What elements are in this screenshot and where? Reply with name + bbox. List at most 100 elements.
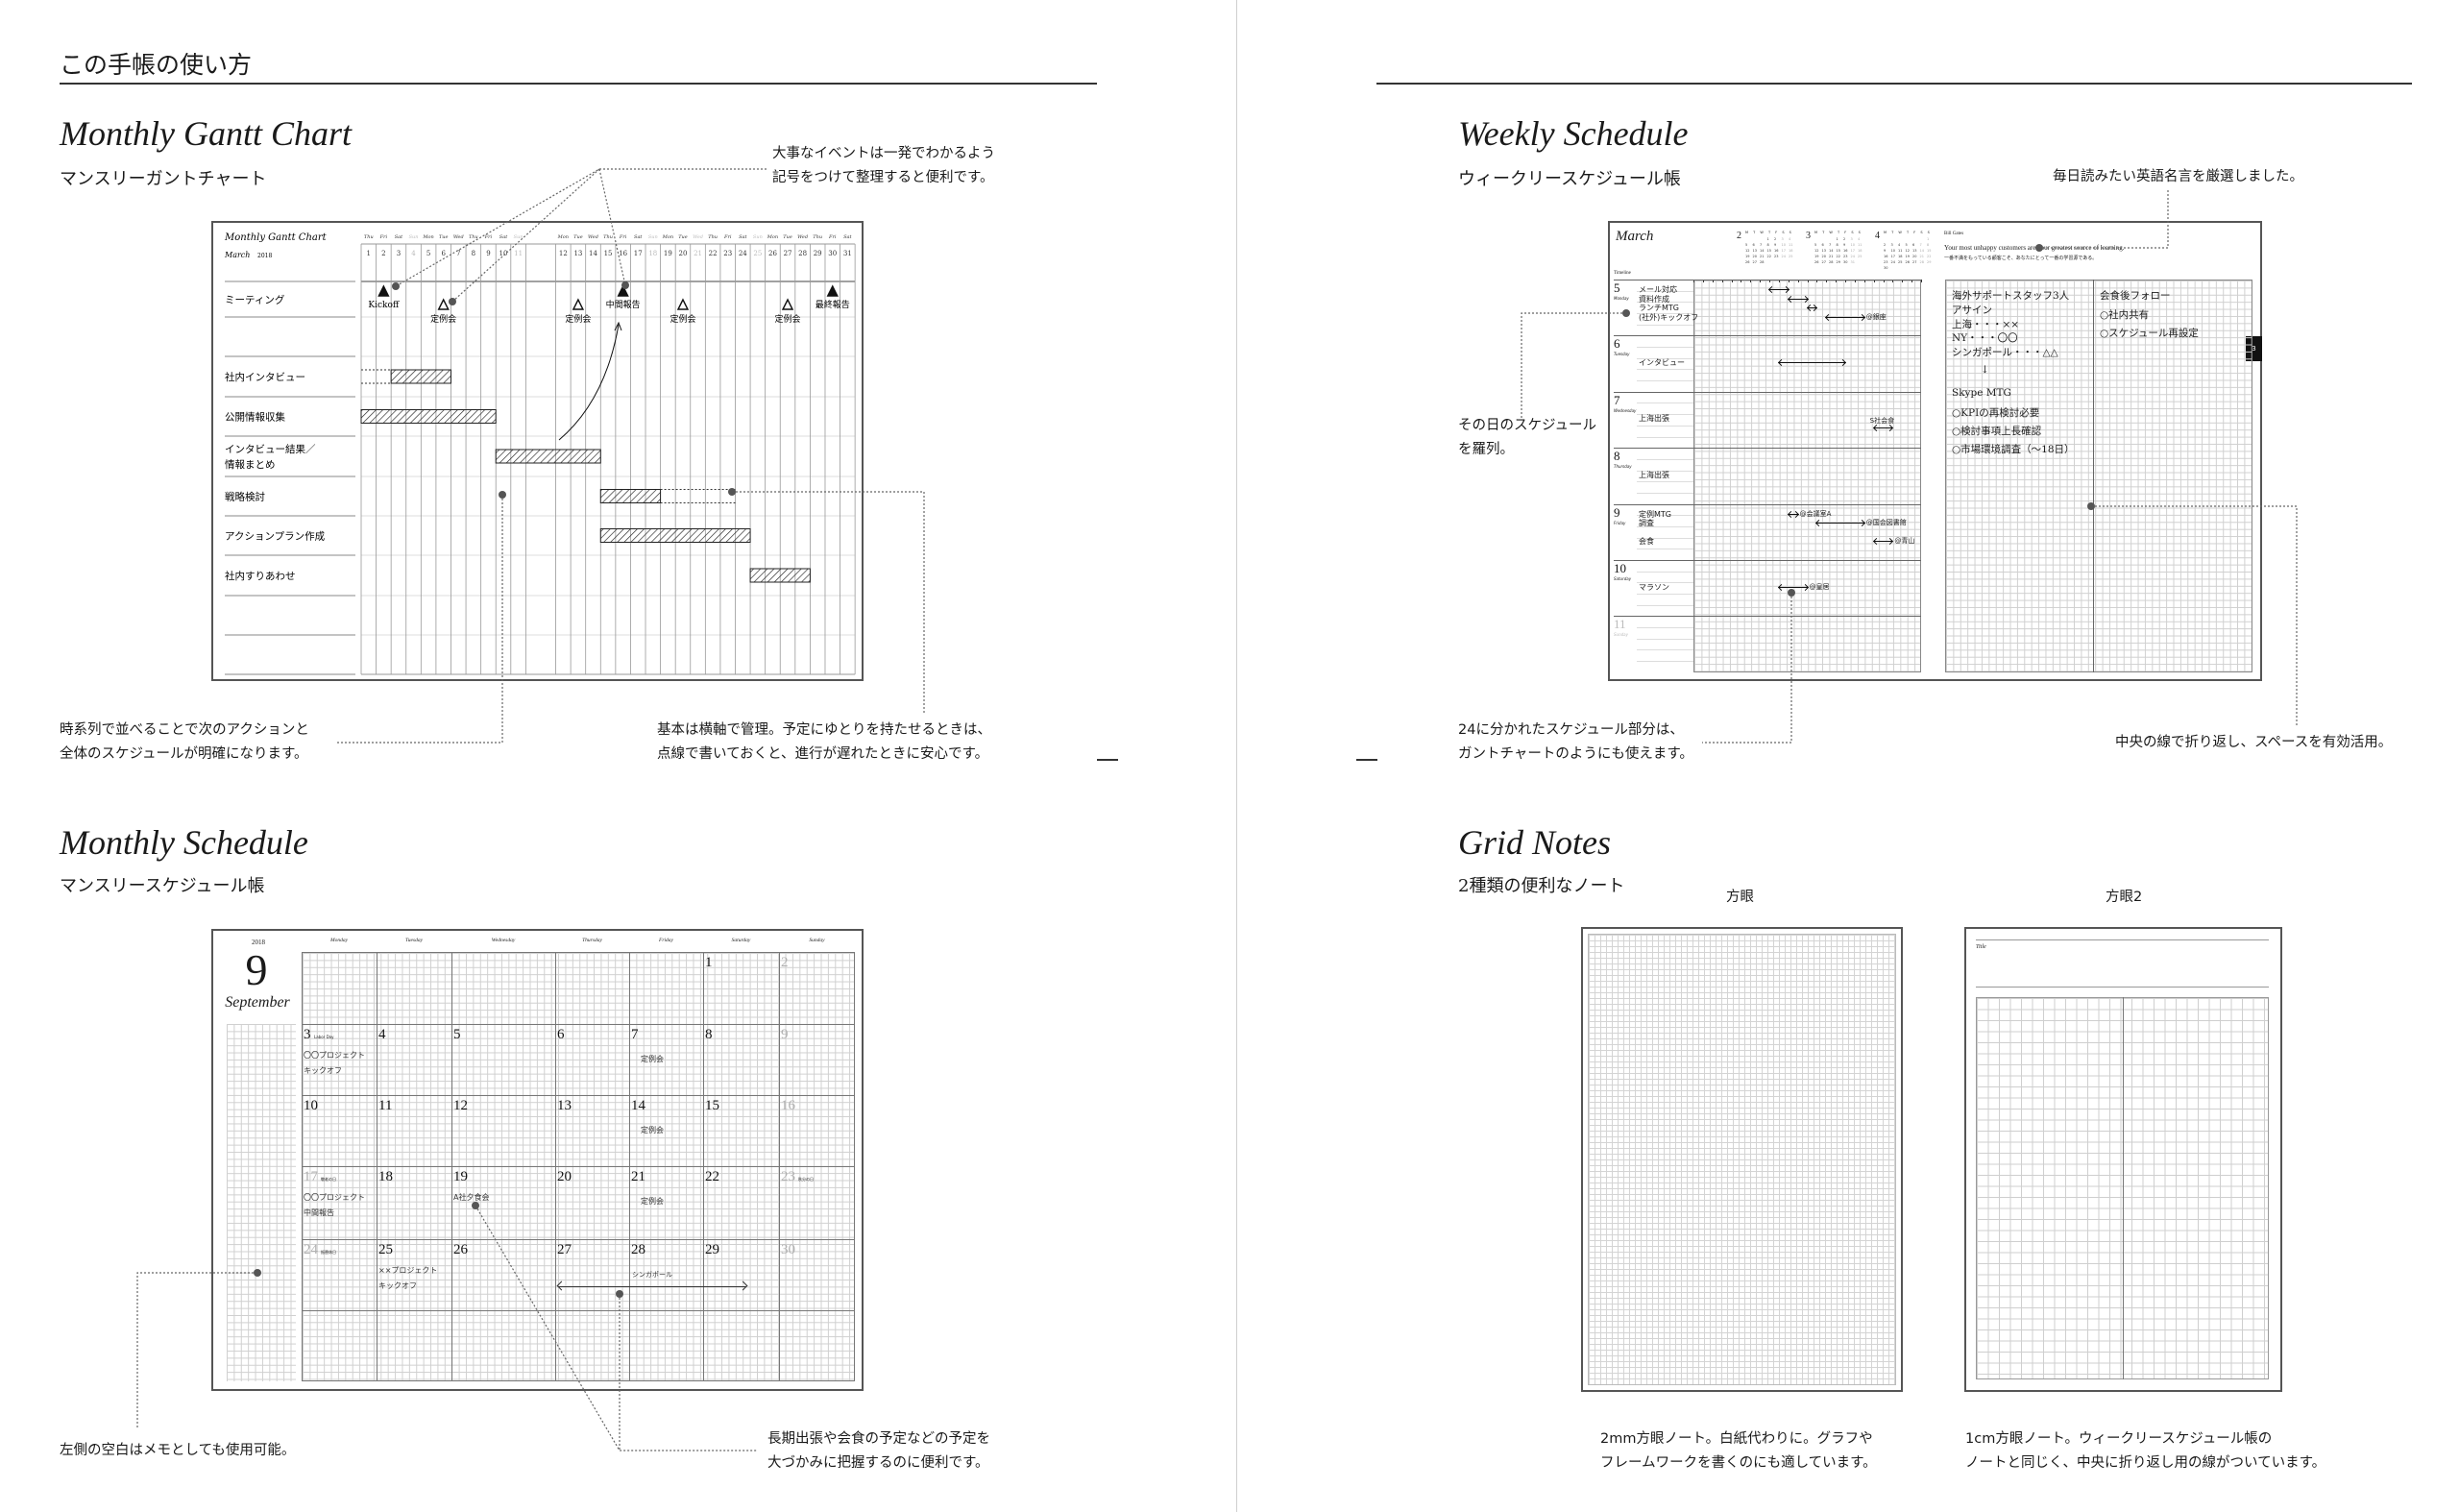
calendar-day-number: 13 — [557, 1098, 572, 1113]
title-rule-bottom — [1976, 987, 2269, 988]
note-line: 2mm方眼ノート。白紙代わりに。グラフや — [1600, 1431, 1873, 1447]
note-line: を羅列。 — [1458, 442, 1514, 457]
weekday-label: Fri — [379, 234, 388, 240]
mini-calendar-day: 4 — [1898, 243, 1901, 247]
day-number: 31 — [843, 250, 852, 257]
monthly-note-left: 左側の空白はメモとしても使用可能。 — [60, 1443, 296, 1458]
row-line — [302, 1024, 855, 1025]
mini-calendar-month: 3 — [1806, 231, 1811, 241]
mini-calendar-day: 26 — [1814, 260, 1819, 264]
weekday-label: Tue — [783, 234, 792, 240]
holiday-label: 敬老の日 — [321, 1177, 336, 1182]
day-number: 8 — [472, 250, 475, 257]
mini-calendar-day: 9 — [1884, 249, 1887, 253]
weekly-day-name: Saturday — [1614, 576, 1632, 581]
mini-calendar-day: 8 — [1766, 243, 1769, 247]
mini-calendar-day: 27 — [1912, 260, 1917, 264]
note-text: アサイン — [1952, 305, 1992, 316]
mini-calendar-day: 25 — [1858, 255, 1863, 258]
weekday-label: Thu — [364, 234, 374, 240]
row-line — [302, 1310, 855, 1311]
day-number: 19 — [664, 250, 672, 257]
grid-note-1cm: Title — [1964, 927, 2282, 1392]
weekly-schedule-sample: March Bill Gates Your most unhappy custo… — [1608, 221, 2262, 681]
mini-calendar-day: 14 — [1919, 249, 1924, 253]
writing-line — [1637, 638, 1693, 640]
arrowhead-icon — [614, 321, 622, 331]
hour-tick — [1873, 280, 1875, 282]
weekly-day-number: 7 — [1614, 392, 1620, 407]
quote-author: Bill Gates — [1944, 232, 1964, 236]
gantt-title: Monthly Gantt Chart — [224, 232, 328, 243]
time-span-arrow — [1807, 307, 1817, 308]
mini-calendar-day: 5 — [1745, 243, 1748, 247]
weekly-day-number: 9 — [1614, 504, 1620, 520]
time-span-arrow — [1788, 298, 1808, 300]
calendar-day-number: 19 — [453, 1169, 468, 1184]
calendar-day-number: 22 — [705, 1169, 719, 1184]
calendar-day-number: 12 — [453, 1098, 468, 1113]
mini-calendar-day: 15 — [1766, 249, 1771, 253]
day-divider — [1614, 335, 1921, 337]
day-number: 6 — [441, 250, 446, 257]
time-span-arrow — [1788, 513, 1798, 515]
hour-tick — [1750, 280, 1752, 282]
mini-calendar-day: 1 — [1766, 237, 1769, 241]
gantt-row-label: 社内インタビュー — [225, 371, 305, 383]
gantt-row-label: インタビュー結果／ — [225, 443, 316, 455]
location-label: @銀座 — [1865, 312, 1887, 321]
mini-calendar-day: 31 — [1850, 260, 1855, 264]
note-line: 大づかみに把握するのに便利です。 — [767, 1455, 989, 1471]
mini-calendar-day: 8 — [1927, 243, 1930, 247]
milestone-hollow-icon — [781, 298, 794, 310]
gantt-row-label: 社内すりあわせ — [225, 570, 296, 582]
time-span-arrow — [1769, 289, 1789, 290]
day-divider — [1614, 616, 1921, 618]
calendar-day-number: 6 — [557, 1027, 565, 1042]
weekday-label: Fri — [484, 234, 493, 240]
mini-calendar-day: 29 — [1836, 260, 1840, 264]
gantt-note-top: 大事なイベントは一発でわかるよう 記号をつけて整理すると便利です。 — [772, 142, 995, 190]
calendar-day-number: 16 — [781, 1098, 795, 1113]
mini-calendar-day: 7 — [1760, 243, 1763, 247]
calendar-day-number: 28 — [631, 1242, 645, 1257]
mini-calendar-day: 12 — [1905, 249, 1910, 253]
schedule-item: 資料作成 — [1639, 294, 1669, 304]
mini-calendar-day: 3 — [1890, 243, 1893, 247]
weekday-label: Tue — [678, 234, 688, 240]
calendar-day-number: 25 — [378, 1242, 393, 1257]
day-number: 2 — [381, 250, 385, 257]
mini-calendar-day: 23 — [1774, 255, 1779, 258]
weekday-header: Friday — [659, 938, 673, 943]
day-number: 27 — [784, 250, 792, 257]
monthly-heading: Monthly Schedule — [60, 823, 308, 862]
hour-tick — [1826, 280, 1828, 282]
grid-2mm-pattern — [1588, 934, 1896, 1385]
grid-heading: Grid Notes — [1458, 823, 1612, 862]
day-number: 28 — [798, 250, 807, 257]
arrow-caption: S社会食 — [1869, 416, 1895, 425]
day-divider — [1614, 560, 1921, 561]
monthly-note-right: 長期出張や会食の予定などの予定を 大づかみに把握するのに便利です。 — [767, 1427, 990, 1475]
calendar-day-number: 11 — [378, 1098, 393, 1113]
note-line: その日のスケジュール — [1458, 418, 1596, 433]
mini-calendar-day: 21 — [1829, 255, 1834, 258]
schedule-item: 上海出張 — [1639, 414, 1669, 424]
weekday-label: Wed — [693, 234, 703, 240]
note-line: フレームワークを書くのにも適しています。 — [1600, 1455, 1877, 1471]
calendar-day-number: 2 — [781, 955, 789, 970]
day-number: 7 — [456, 250, 460, 257]
milestone-label: 定例会 — [430, 313, 456, 325]
note-text: ↓ — [1981, 364, 1989, 376]
weekly-day-name: Monday — [1614, 296, 1629, 301]
gantt-row-label: 戦略検討 — [225, 491, 265, 503]
mini-calendar-day: 17 — [1890, 255, 1895, 258]
hour-tick — [1911, 280, 1913, 282]
calendar-day-number: 10 — [304, 1098, 318, 1113]
grid-subtitle: 2種類の便利なノート — [1458, 876, 1625, 896]
grid-desc-a: 2mm方眼ノート。白紙代わりに。グラフや フレームワークを書くのにも適しています… — [1600, 1427, 1877, 1475]
timeline-grid — [1693, 280, 1921, 672]
note-line: 長期出張や会食の予定などの予定を — [767, 1431, 990, 1447]
weekday-label: Thu — [469, 234, 478, 240]
writing-line — [1637, 492, 1693, 494]
